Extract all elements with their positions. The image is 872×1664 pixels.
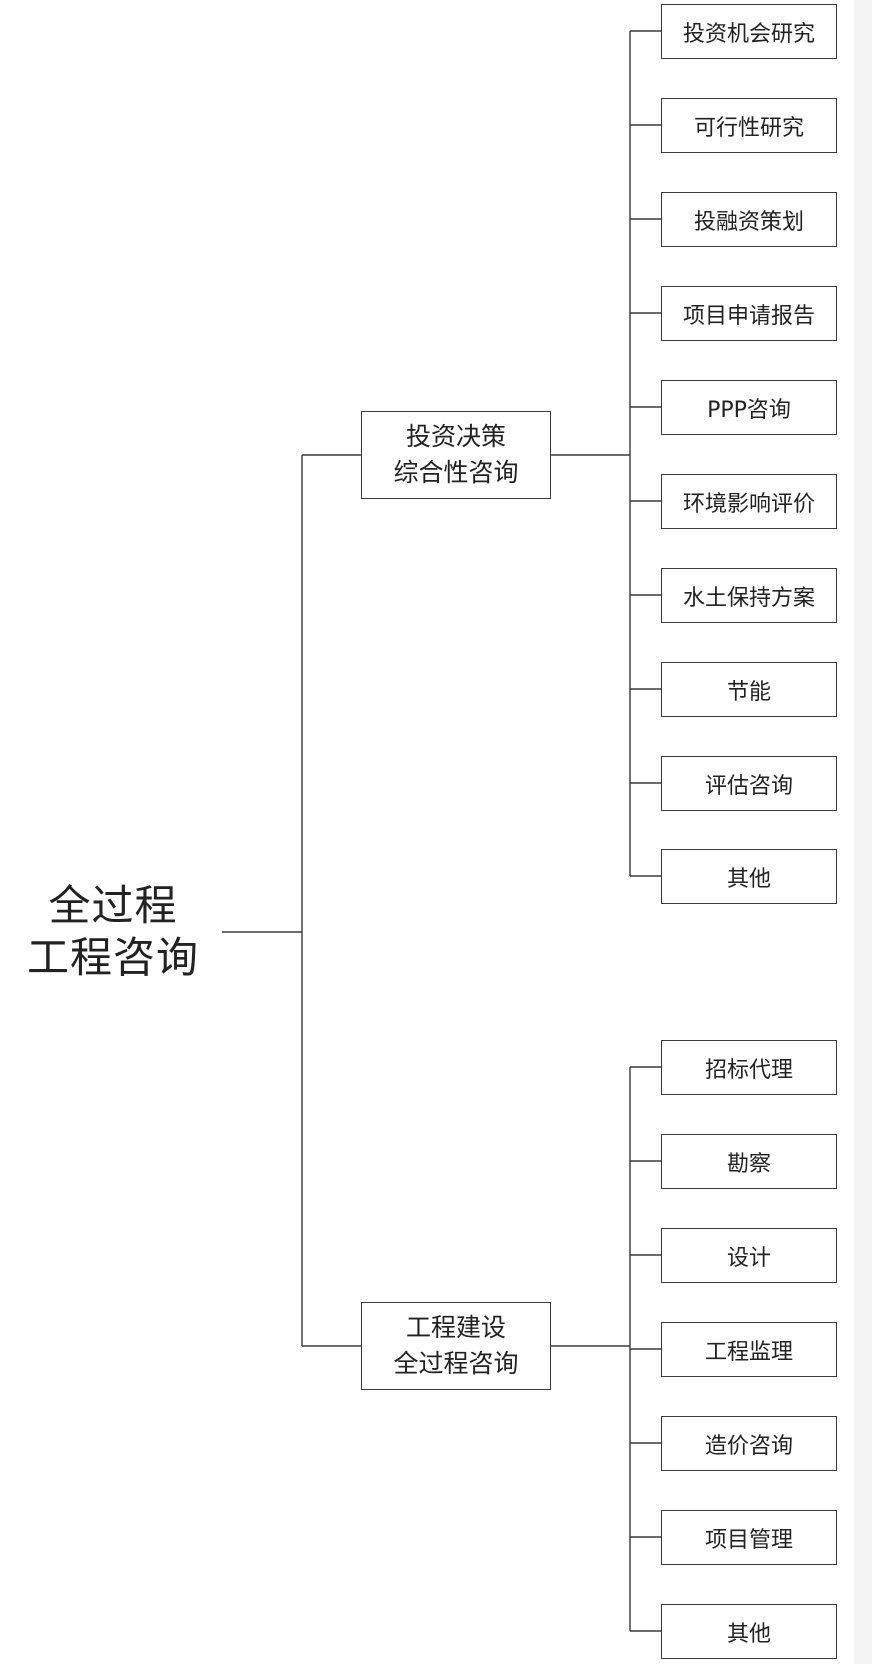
leaf-node: 环境影响评价 (661, 474, 837, 529)
leaf-node: PPP咨询 (661, 380, 837, 435)
root-node: 全过程 工程咨询 (18, 880, 208, 984)
leaf-node: 水土保持方案 (661, 568, 837, 623)
leaf-node: 招标代理 (661, 1040, 837, 1095)
leaf-node: 设计 (661, 1228, 837, 1283)
branch-node-line-1: 投资决策 (405, 422, 506, 451)
leaf-node: 可行性研究 (661, 98, 837, 153)
leaf-node: 投资机会研究 (661, 4, 837, 59)
root-title-line-1: 全过程 (48, 881, 178, 930)
leaf-node: 其他 (661, 849, 837, 904)
leaf-node: 工程监理 (661, 1322, 837, 1377)
root-title-line-2: 工程咨询 (26, 933, 199, 982)
branch-node-line-1: 工程建设 (405, 1313, 506, 1342)
leaf-node: 评估咨询 (661, 756, 837, 811)
leaf-node: 节能 (661, 662, 837, 717)
page-edge-stripe (854, 0, 872, 1664)
leaf-node: 造价咨询 (661, 1416, 837, 1471)
branch-node-investment-decision: 投资决策 综合性咨询 (361, 411, 551, 499)
branch-node-line-2: 全过程咨询 (393, 1349, 519, 1378)
branch-node-construction: 工程建设 全过程咨询 (361, 1302, 551, 1390)
leaf-node: 项目管理 (661, 1510, 837, 1565)
leaf-node: 投融资策划 (661, 192, 837, 247)
branch-node-line-2: 综合性咨询 (393, 458, 519, 487)
leaf-node: 勘察 (661, 1134, 837, 1189)
leaf-node: 其他 (661, 1604, 837, 1659)
leaf-node: 项目申请报告 (661, 286, 837, 341)
